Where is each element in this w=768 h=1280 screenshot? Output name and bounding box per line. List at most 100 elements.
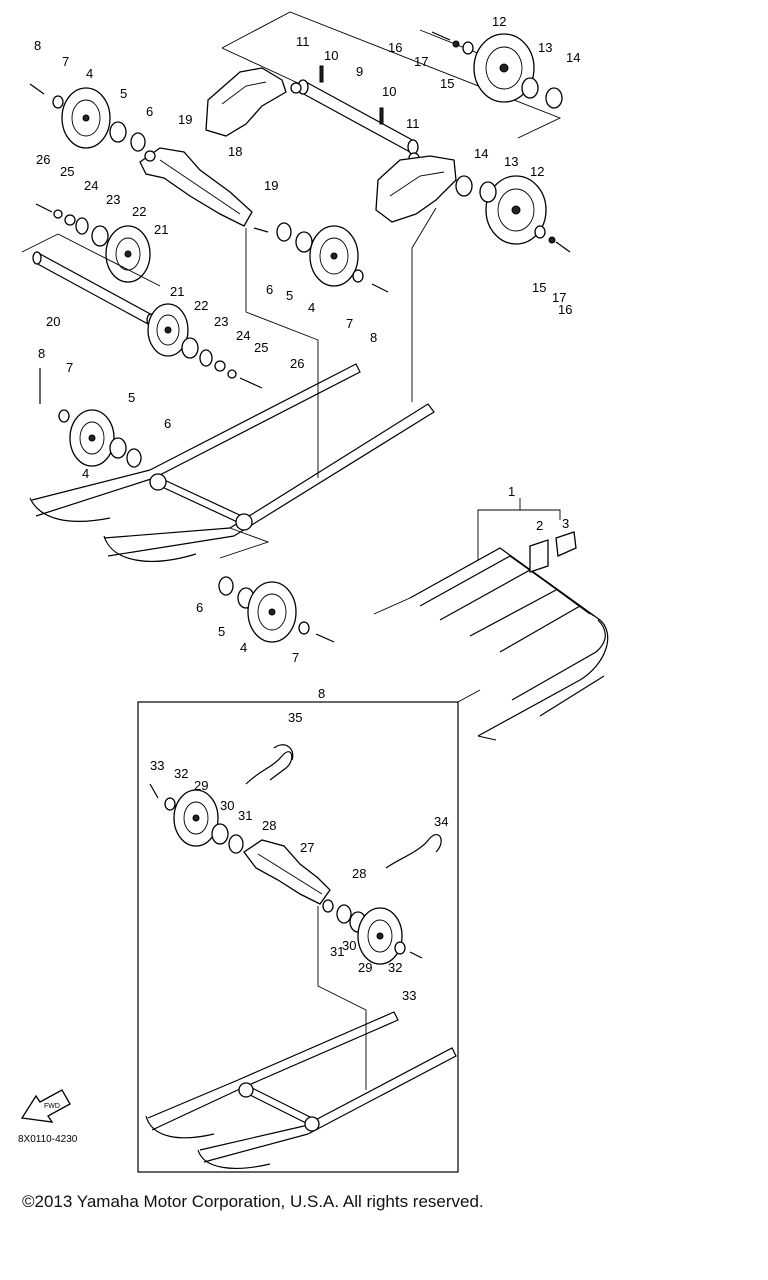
bracket-upper-right [375,155,457,223]
collar-14a [545,87,563,109]
diagram-code: 8X0110-4230 [18,1134,78,1145]
part-label-p1: 1 [508,484,515,499]
part-label-p16b: 16 [558,302,572,317]
washer-7b [352,269,364,283]
washer-7a [52,95,64,109]
shaft-9 [297,79,419,155]
part-label-p2: 2 [536,518,543,533]
part-label-p4c: 4 [82,466,89,481]
spring-34 [385,833,442,869]
wheel-4-upper-left [61,87,111,149]
part-label-p30a: 30 [220,798,234,813]
part-label-p3: 3 [562,516,569,531]
part-label-p12a: 12 [492,14,506,29]
part-label-p15a: 15 [440,76,454,91]
part-label-p25a: 25 [60,164,74,179]
washer-15a [462,41,474,55]
clip-2 [529,539,549,573]
part-label-p24a: 24 [84,178,98,193]
part-label-p10b: 10 [382,84,396,99]
bolt-8d [315,633,335,643]
bearing-30a [211,823,229,845]
bracket-upper-left [205,67,287,137]
bearing-22a [91,225,109,247]
fwd-arrow-text: FWD [44,1103,60,1110]
nut-11a [290,82,302,94]
washer-7c [58,409,70,423]
part-label-p15b: 15 [532,280,546,295]
part-label-p20: 20 [46,314,60,329]
part-label-p11b: 11 [406,116,420,131]
part-label-p7a: 7 [62,54,69,69]
wheel-12-right [485,175,547,245]
part-label-p6a: 6 [146,104,153,119]
washer-32b [394,941,406,955]
collar-6c [126,448,142,468]
pin-10b [379,107,384,125]
part-label-p32b: 32 [388,960,402,975]
bearing-22b [181,337,199,359]
part-label-p7c: 7 [66,360,73,375]
washer-24b [214,360,226,372]
part-label-p14b: 14 [474,146,488,161]
bolt-16b [555,241,571,253]
wheel-21-lower [147,303,189,357]
part-label-p6d: 6 [196,600,203,615]
collar-28b [322,899,334,913]
part-labels: 8745619181110910111617151213141413121517… [34,14,580,1003]
part-label-p21b: 21 [170,284,184,299]
part-label-p27: 27 [300,840,314,855]
part-label-p22b: 22 [194,298,208,313]
washer-25b [227,369,237,379]
wheel-29-left [173,789,219,847]
forward-arrow-icon: FWD [20,1089,71,1123]
part-label-p17a: 17 [414,54,428,69]
bolt-26b [239,377,263,389]
washer-25a [53,209,63,219]
bolt-19b [253,227,269,233]
collar-31a [228,834,244,854]
collar-6d [218,576,234,596]
part-label-p4b: 4 [308,300,315,315]
part-label-p5d: 5 [218,624,225,639]
wheel-4-center [309,225,359,287]
bearing-5a [109,121,127,143]
bolt-33a [149,783,159,799]
part-label-p10a: 10 [324,48,338,63]
slide-rails-upper [29,363,435,562]
part-label-p29b: 29 [358,960,372,975]
arm-27 [243,839,331,905]
collar-14b [455,175,473,197]
part-label-p24b: 24 [236,328,250,343]
spring-35 [245,751,293,785]
wheel-4-under-rail [247,581,297,643]
part-label-p21a: 21 [154,222,168,237]
wheel-29-right [357,907,403,965]
bolt-19a [144,150,156,162]
washer-17b [548,236,556,244]
part-label-p31b: 31 [330,944,344,959]
bolt-16a [431,31,451,41]
part-label-p18: 18 [228,144,242,159]
part-label-p33a: 33 [150,758,164,773]
collar-23a [75,217,89,235]
part-label-p29a: 29 [194,778,208,793]
washer-32a [164,797,176,811]
rear-assembly-box [137,701,459,1173]
part-label-p34: 34 [434,814,448,829]
part-label-p8d: 8 [318,686,325,701]
bolt-26a [35,203,53,213]
clip-3 [555,531,577,557]
part-label-p7b: 7 [346,316,353,331]
bearing-5c [109,437,127,459]
part-label-p23b: 23 [214,314,228,329]
collar-31b [336,904,352,924]
part-label-p19b: 19 [264,178,278,193]
part-label-p28b: 28 [352,866,366,881]
wheel-4-lower-left [69,409,115,467]
part-label-p8b: 8 [370,330,377,345]
arm-18 [139,147,253,227]
part-label-p5c: 5 [128,390,135,405]
bearing-5b [295,231,313,253]
